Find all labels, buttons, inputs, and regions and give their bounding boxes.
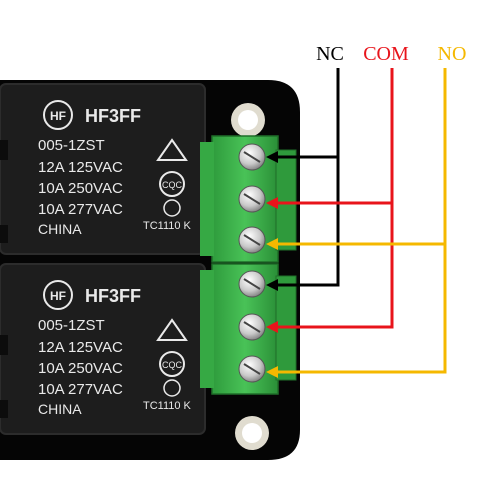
relay-rating-1: 12A 125VAC <box>38 159 123 176</box>
svg-text:CQC: CQC <box>162 180 183 190</box>
screw-com-2 <box>238 313 266 341</box>
ul-mark-icon <box>163 199 181 217</box>
arrow-com-2 <box>266 321 278 333</box>
relay-rating-3: 10A 277VAC <box>38 201 123 218</box>
arrow-no-1 <box>266 238 278 250</box>
svg-text:CQC: CQC <box>162 360 183 370</box>
relay-origin: CHINA <box>38 401 82 417</box>
relay-top: HF HF3FF 005-1ZST 12A 125VAC 10A 250VAC … <box>0 83 206 255</box>
relay-rating-3: 10A 277VAC <box>38 381 123 398</box>
relay-cert: TC1110 K <box>143 220 192 232</box>
svg-text:HF: HF <box>50 289 66 303</box>
label-nc: NC <box>316 43 344 65</box>
relay-rating-2: 10A 250VAC <box>38 360 123 377</box>
mounting-hole-top-inner <box>238 110 258 130</box>
relay-origin: CHINA <box>38 221 82 237</box>
ul-mark-icon <box>163 379 181 397</box>
arrow-no-2 <box>266 366 278 378</box>
relay-rating-1: 12A 125VAC <box>38 339 123 356</box>
relay-bottom: HF HF3FF 005-1ZST 12A 125VAC 10A 250VAC … <box>0 263 206 435</box>
wire-nc <box>272 68 340 287</box>
relay-cert: TC1110 K <box>143 400 192 412</box>
arrow-com-1 <box>266 197 278 209</box>
wire-no <box>272 68 447 374</box>
screw-no-2 <box>238 355 266 383</box>
vde-mark-icon <box>156 318 188 341</box>
screw-nc-2 <box>238 270 266 298</box>
arrow-nc-1 <box>266 151 278 163</box>
mounting-hole-bottom-inner <box>242 423 262 443</box>
relay-model: 005-1ZST <box>38 137 105 154</box>
screw-no-1 <box>238 226 266 254</box>
relay-brand: HF3FF <box>85 286 141 306</box>
cqc-mark-icon: CQC <box>159 351 185 377</box>
label-com: COM <box>363 43 409 65</box>
screw-nc-1 <box>238 143 266 171</box>
screw-com-1 <box>238 185 266 213</box>
svg-text:HF: HF <box>50 109 66 123</box>
relay-model: 005-1ZST <box>38 317 105 334</box>
arrow-nc-2 <box>266 279 278 291</box>
vde-mark-icon <box>156 138 188 161</box>
label-no: NO <box>438 43 467 65</box>
relay-rating-2: 10A 250VAC <box>38 180 123 197</box>
hf-logo-icon: HF <box>43 100 73 130</box>
relay-brand: HF3FF <box>85 106 141 126</box>
cqc-mark-icon: CQC <box>159 171 185 197</box>
hf-logo-icon: HF <box>43 280 73 310</box>
